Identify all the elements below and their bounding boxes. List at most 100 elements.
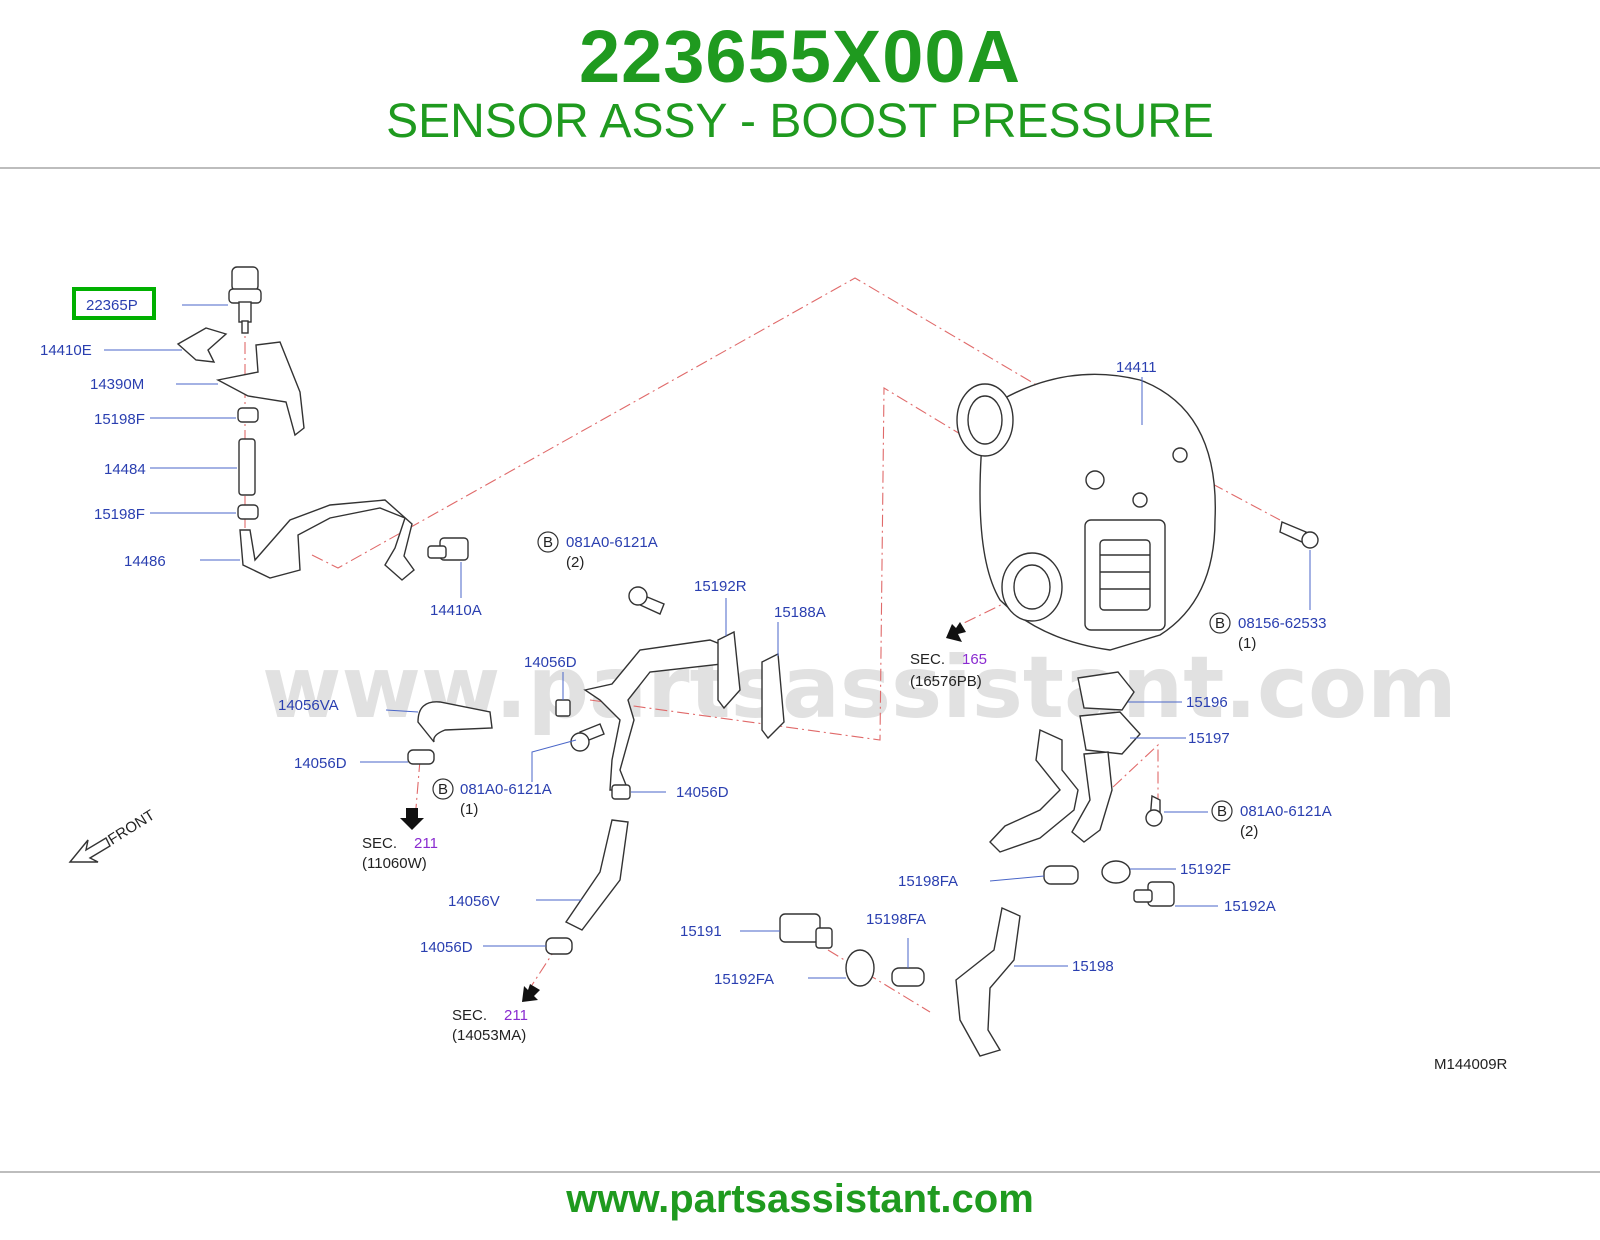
- part-description: SENSOR ASSY - BOOST PRESSURE: [386, 95, 1214, 148]
- section-arrow: [946, 622, 966, 642]
- quantity: (2): [1240, 823, 1258, 840]
- header-divider: [0, 167, 1600, 169]
- b-marker: B: [1209, 612, 1231, 634]
- callout-14484[interactable]: 14484: [104, 461, 146, 478]
- sensor-clip: [176, 327, 228, 363]
- front-label: FRONT: [105, 807, 158, 849]
- callout-08156-62533[interactable]: 08156-62533: [1238, 615, 1326, 632]
- callout-15197[interactable]: 15197: [1188, 730, 1230, 747]
- guide-line: [1096, 743, 1159, 810]
- b-marker: B: [537, 531, 559, 553]
- callout-081A0-6121A[interactable]: 081A0-6121A: [460, 781, 552, 798]
- quantity: (2): [566, 554, 584, 571]
- parts-diagram: www.partsassistant.com: [40, 266, 1508, 1073]
- section-number[interactable]: 211: [414, 835, 438, 852]
- hose-clamp: [555, 699, 571, 717]
- callout-14411[interactable]: 14411: [1116, 359, 1157, 376]
- leader-line: [989, 875, 1045, 882]
- section-ref: (14053MA): [452, 1027, 526, 1044]
- guide-line: [415, 759, 421, 809]
- callout-15192A[interactable]: 15192A: [1224, 898, 1276, 915]
- oil-return-hose: [955, 907, 1021, 1057]
- callout-14056D[interactable]: 14056D: [420, 939, 473, 956]
- section-label: SEC.: [910, 651, 945, 668]
- target-part-highlight: [72, 287, 156, 320]
- section-arrow: [522, 984, 540, 1002]
- oil-tube-bolt: [1145, 794, 1163, 827]
- water-hose-upper: [417, 701, 493, 743]
- section-number[interactable]: 211: [504, 1007, 528, 1024]
- hose-clamp: [611, 784, 631, 800]
- footer-url[interactable]: www.partsassistant.com: [566, 1177, 1034, 1221]
- svg-text:B: B: [438, 781, 448, 798]
- oil-connector: [779, 913, 833, 949]
- leader-line: [531, 739, 577, 782]
- flange-gasket: [761, 652, 785, 740]
- tube-bolt: [628, 586, 665, 615]
- svg-text:B: B: [1215, 615, 1225, 632]
- callout-15192F[interactable]: 15192F: [1180, 861, 1231, 878]
- turbocharger: [956, 373, 1216, 651]
- b-marker: B: [432, 778, 454, 800]
- section-ref: (16576PB): [910, 673, 982, 690]
- callout-15198F[interactable]: 15198F: [94, 506, 145, 523]
- callout-15198F[interactable]: 15198F: [94, 411, 145, 428]
- callout-14056VA[interactable]: 14056VA: [278, 697, 339, 714]
- callout-14390M[interactable]: 14390M: [90, 376, 144, 393]
- tube-flange: [717, 630, 741, 710]
- section-label: SEC.: [452, 1007, 487, 1024]
- vacuum-hose: [238, 438, 256, 496]
- leader-line: [385, 709, 419, 713]
- guide-line: [827, 949, 931, 1013]
- sensor-bracket: [215, 341, 305, 437]
- o-ring: [845, 949, 875, 987]
- svg-text:B: B: [1217, 803, 1227, 820]
- section-label: SEC.: [362, 835, 397, 852]
- callout-14410E[interactable]: 14410E: [40, 342, 92, 359]
- turbo-mount-bolt: [1279, 521, 1319, 549]
- callout-22365P[interactable]: 22365P: [86, 297, 138, 314]
- hose-clamp: [545, 937, 573, 955]
- oil-gasket: [1077, 671, 1135, 711]
- front-arrow-icon: [68, 837, 111, 863]
- quantity: (1): [1238, 635, 1256, 652]
- callout-14056D[interactable]: 14056D: [294, 755, 347, 772]
- copper-washer: [1101, 860, 1131, 884]
- oil-feed-tube: [989, 728, 1079, 853]
- pressure-tube: [239, 499, 415, 581]
- svg-text:B: B: [543, 534, 553, 551]
- callout-15198[interactable]: 15198: [1072, 958, 1114, 975]
- tube-bolt: [570, 723, 605, 752]
- section-number[interactable]: 165: [962, 651, 987, 668]
- union-bolt: [1133, 881, 1175, 907]
- callout-14486[interactable]: 14486: [124, 553, 166, 570]
- callout-081A0-6121A[interactable]: 081A0-6121A: [1240, 803, 1332, 820]
- section-ref: (11060W): [362, 855, 427, 872]
- callout-15198FA[interactable]: 15198FA: [898, 873, 958, 890]
- callout-14056V[interactable]: 14056V: [448, 893, 500, 910]
- diagram-code: M144009R: [1434, 1056, 1508, 1073]
- oil-return-tube: [1071, 751, 1113, 843]
- oil-gasket: [1079, 711, 1141, 755]
- callout-15198FA[interactable]: 15198FA: [866, 911, 926, 928]
- water-tube: [583, 639, 731, 791]
- water-hose-lower: [564, 819, 629, 931]
- b-marker: B: [1211, 800, 1233, 822]
- callout-15191[interactable]: 15191: [680, 923, 722, 940]
- callout-14056D[interactable]: 14056D: [676, 784, 729, 801]
- guide-line: [589, 387, 991, 741]
- callout-15188A[interactable]: 15188A: [774, 604, 826, 621]
- footer-divider: [0, 1171, 1600, 1173]
- callout-081A0-6121A[interactable]: 081A0-6121A: [566, 534, 658, 551]
- callout-15192FA[interactable]: 15192FA: [714, 971, 774, 988]
- hose-clamp: [891, 967, 925, 987]
- callout-14056D[interactable]: 14056D: [524, 654, 577, 671]
- callout-15192R[interactable]: 15192R: [694, 578, 747, 595]
- hose-clamp: [407, 749, 435, 765]
- callout-14410A[interactable]: 14410A: [430, 602, 482, 619]
- quantity: (1): [460, 801, 478, 818]
- callout-15196[interactable]: 15196: [1186, 694, 1228, 711]
- hose-clamp: [1043, 865, 1079, 885]
- section-arrow: [400, 808, 424, 830]
- union-bolt: [427, 537, 469, 561]
